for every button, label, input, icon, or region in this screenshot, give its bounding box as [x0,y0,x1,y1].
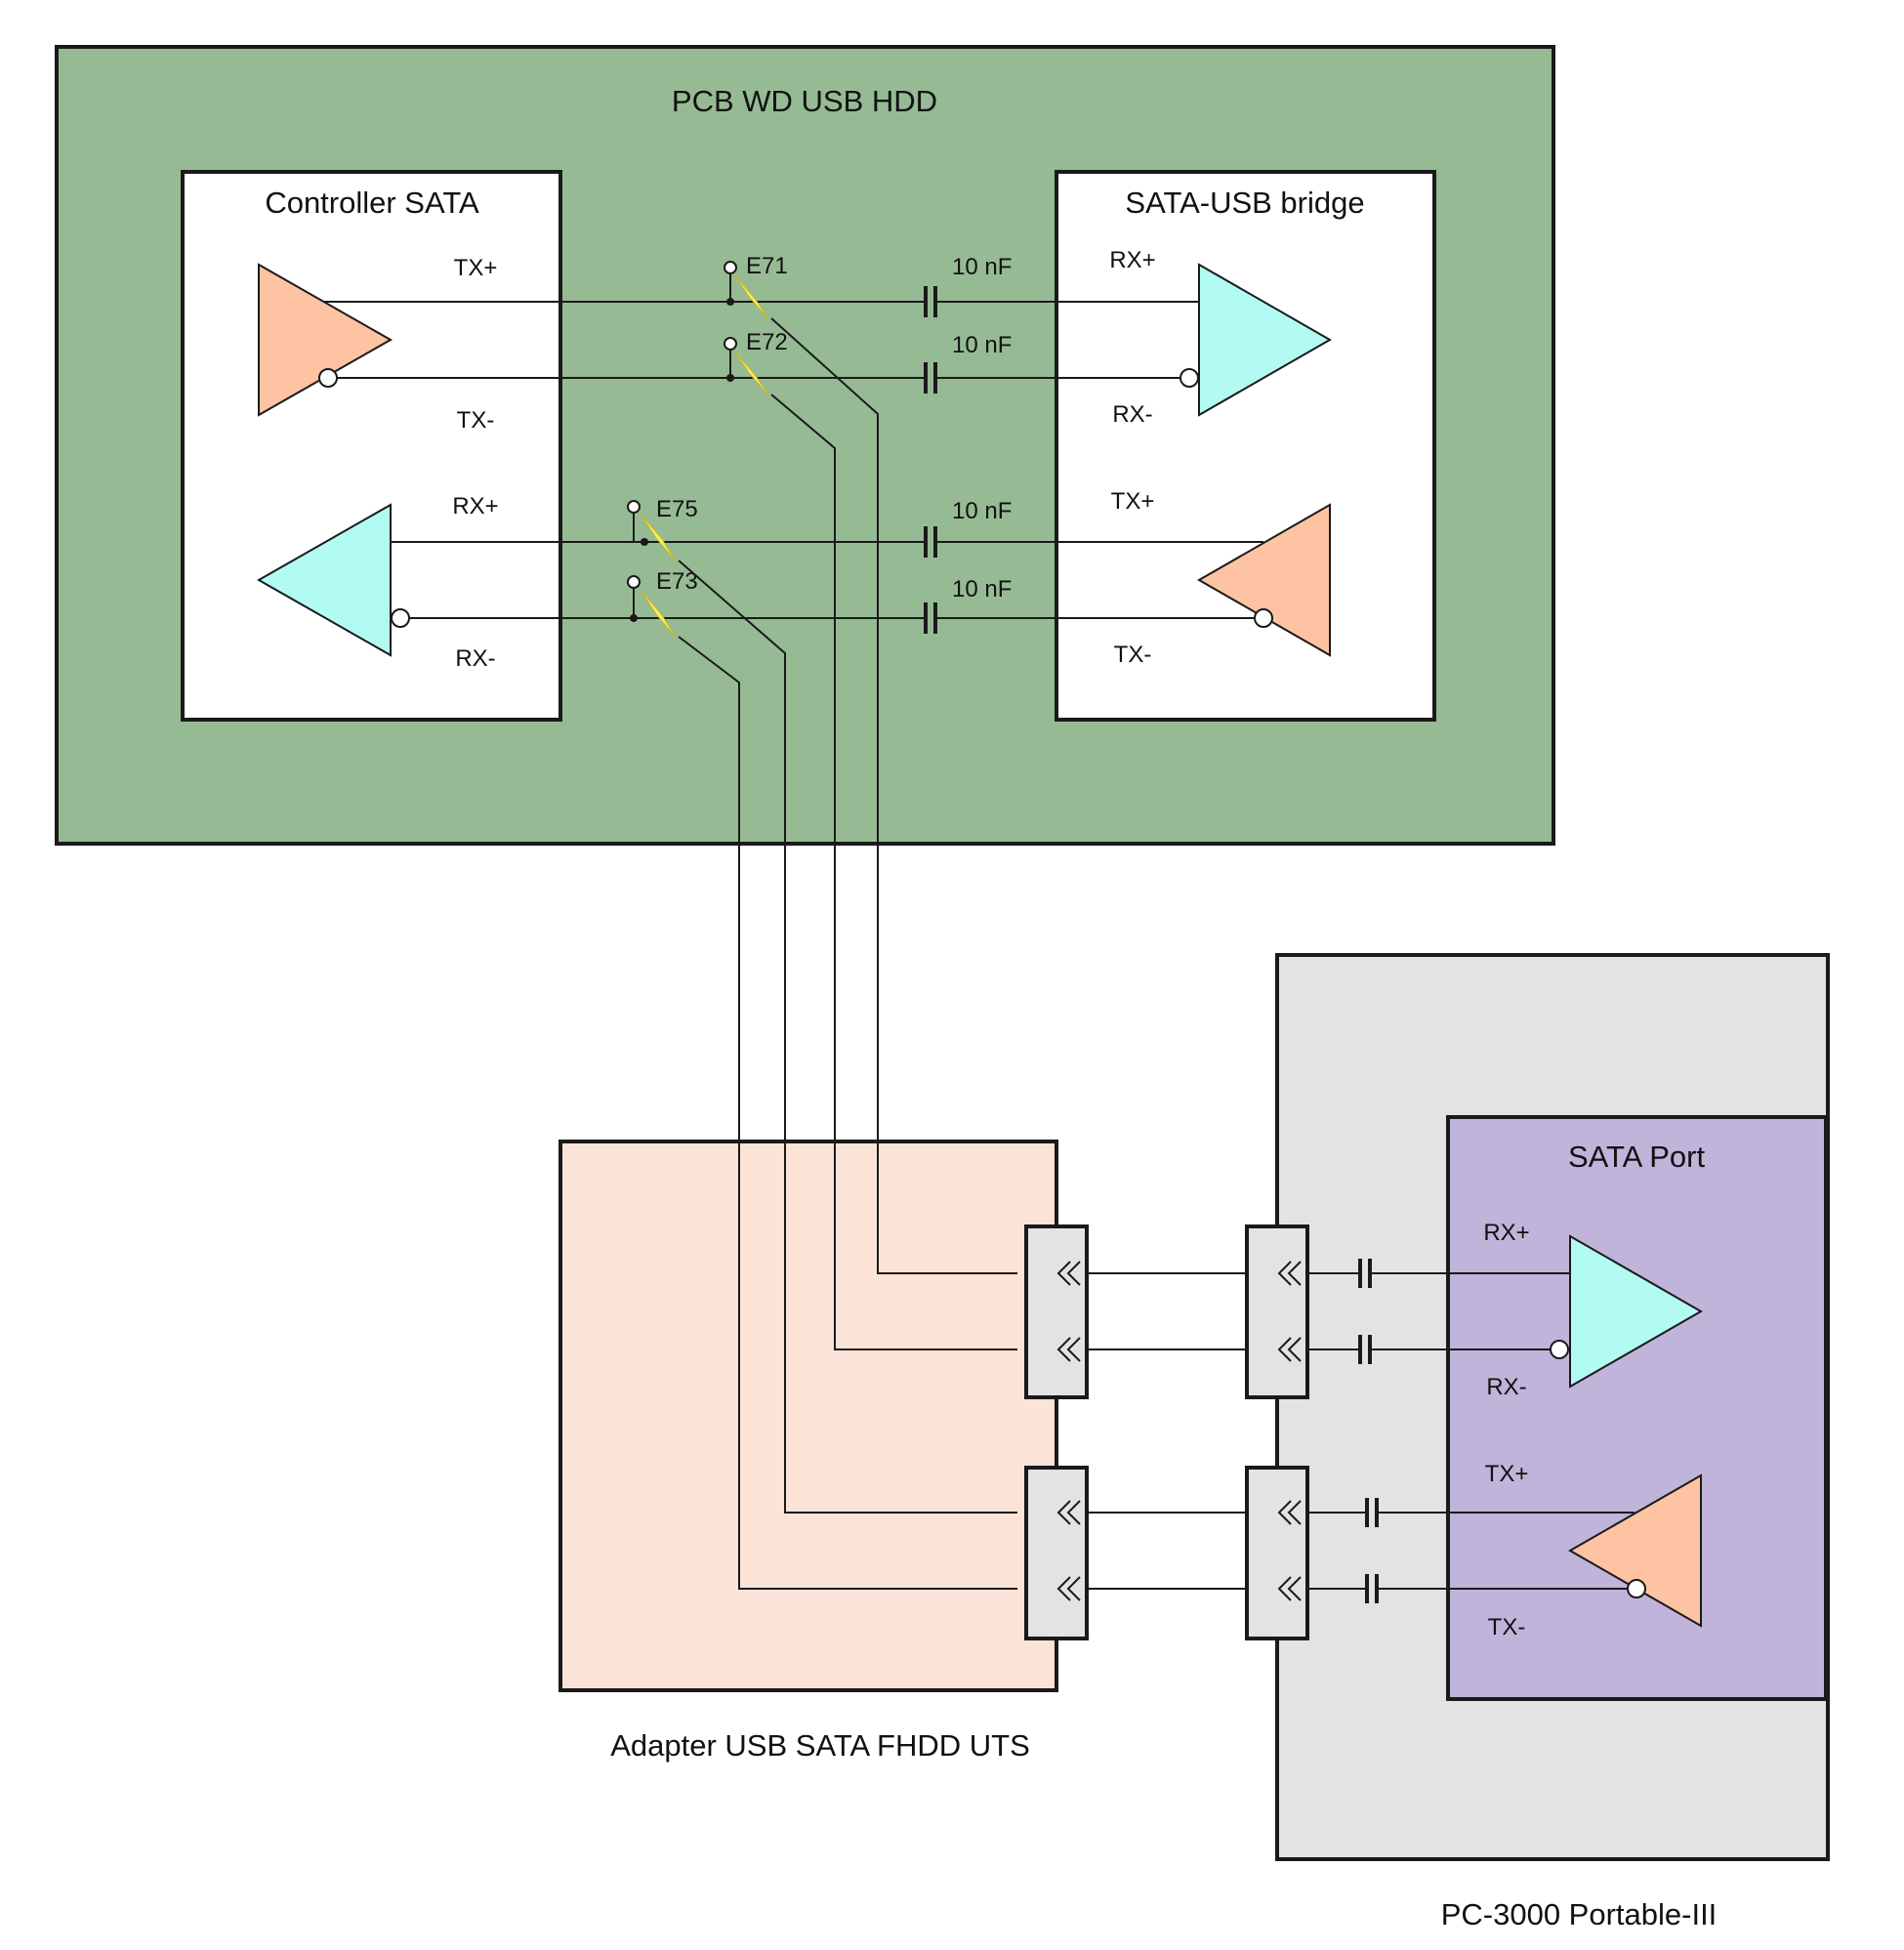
capacitor-icon [1358,1335,1372,1364]
invert-bubble-icon [1627,1579,1646,1598]
capacitor-value: 10 nF [952,498,1012,524]
capacitor-icon [924,362,937,394]
bridge-tx-minus-label: TX- [1114,642,1152,668]
bridge-rx-minus-label: RX- [1112,401,1152,428]
adapter-title: Adapter USB SATA FHDD UTS [610,1728,1030,1763]
pad-label: E72 [746,329,788,355]
pc3000-connector-bottom [1245,1466,1309,1640]
capacitor-value: 10 nF [952,576,1012,602]
adapter-connector-top [1024,1224,1089,1399]
pc3000-connector-top [1245,1224,1309,1399]
jumper-wire-icon [640,273,770,639]
cable-wire-2 [770,394,1017,1350]
sata-port-tx-plus-label: TX+ [1485,1461,1529,1487]
adapter-block [559,1140,1058,1692]
invert-bubble-icon [318,368,338,388]
pc3000-title: PC-3000 Portable-III [1441,1897,1718,1931]
invert-bubble-icon [1254,608,1273,628]
capacitor-icon [1365,1498,1379,1527]
bridge-title: SATA-USB bridge [1125,186,1364,220]
receiver-triangle-icon [1569,1234,1704,1389]
pad-e73 [627,575,641,622]
pad-e72 [724,337,737,382]
receiver-triangle-icon [1198,263,1333,417]
pad-e71 [724,261,737,306]
pad-label: E73 [656,568,698,595]
pad-label: E75 [656,496,698,522]
invert-bubble-icon [391,608,410,628]
capacitor-icon [924,526,937,558]
pcb-title: PCB WD USB HDD [672,84,937,118]
capacitor-value: 10 nF [952,332,1012,358]
capacitor-icon [1365,1574,1379,1603]
controller-tx-plus-label: TX+ [454,255,498,281]
pad-e75 [627,500,648,546]
invert-bubble-icon [1180,368,1199,388]
bridge-tx-plus-label: TX+ [1111,488,1155,515]
sata-usb-bridge-block [1055,170,1436,722]
invert-bubble-icon [1550,1340,1569,1359]
controller-rx-minus-label: RX- [455,645,495,672]
capacitor-icon [924,602,937,634]
sata-port-rx-plus-label: RX+ [1483,1220,1529,1246]
controller-rx-plus-label: RX+ [452,493,498,519]
adapter-connector-bottom [1024,1466,1089,1640]
capacitor-value: 10 nF [952,254,1012,280]
sata-port-title: SATA Port [1568,1140,1706,1174]
connector-chevron-icon [1277,1261,1302,1601]
receiver-triangle-icon [256,503,392,657]
connector-chevron-icon [1056,1261,1081,1601]
sata-port-block [1446,1115,1828,1701]
capacitor-icon [924,286,937,317]
cable-wire-3 [678,560,1017,1514]
sata-port-tx-minus-label: TX- [1488,1614,1526,1640]
controller-title: Controller SATA [265,186,479,220]
pad-label: E71 [746,253,788,279]
bridge-rx-plus-label: RX+ [1109,247,1155,273]
capacitor-icon [1358,1259,1372,1288]
cable-wire-4 [678,636,1017,1590]
sata-port-rx-minus-label: RX- [1486,1374,1526,1400]
controller-tx-minus-label: TX- [457,407,495,434]
cable-wire-1 [770,317,1017,1274]
